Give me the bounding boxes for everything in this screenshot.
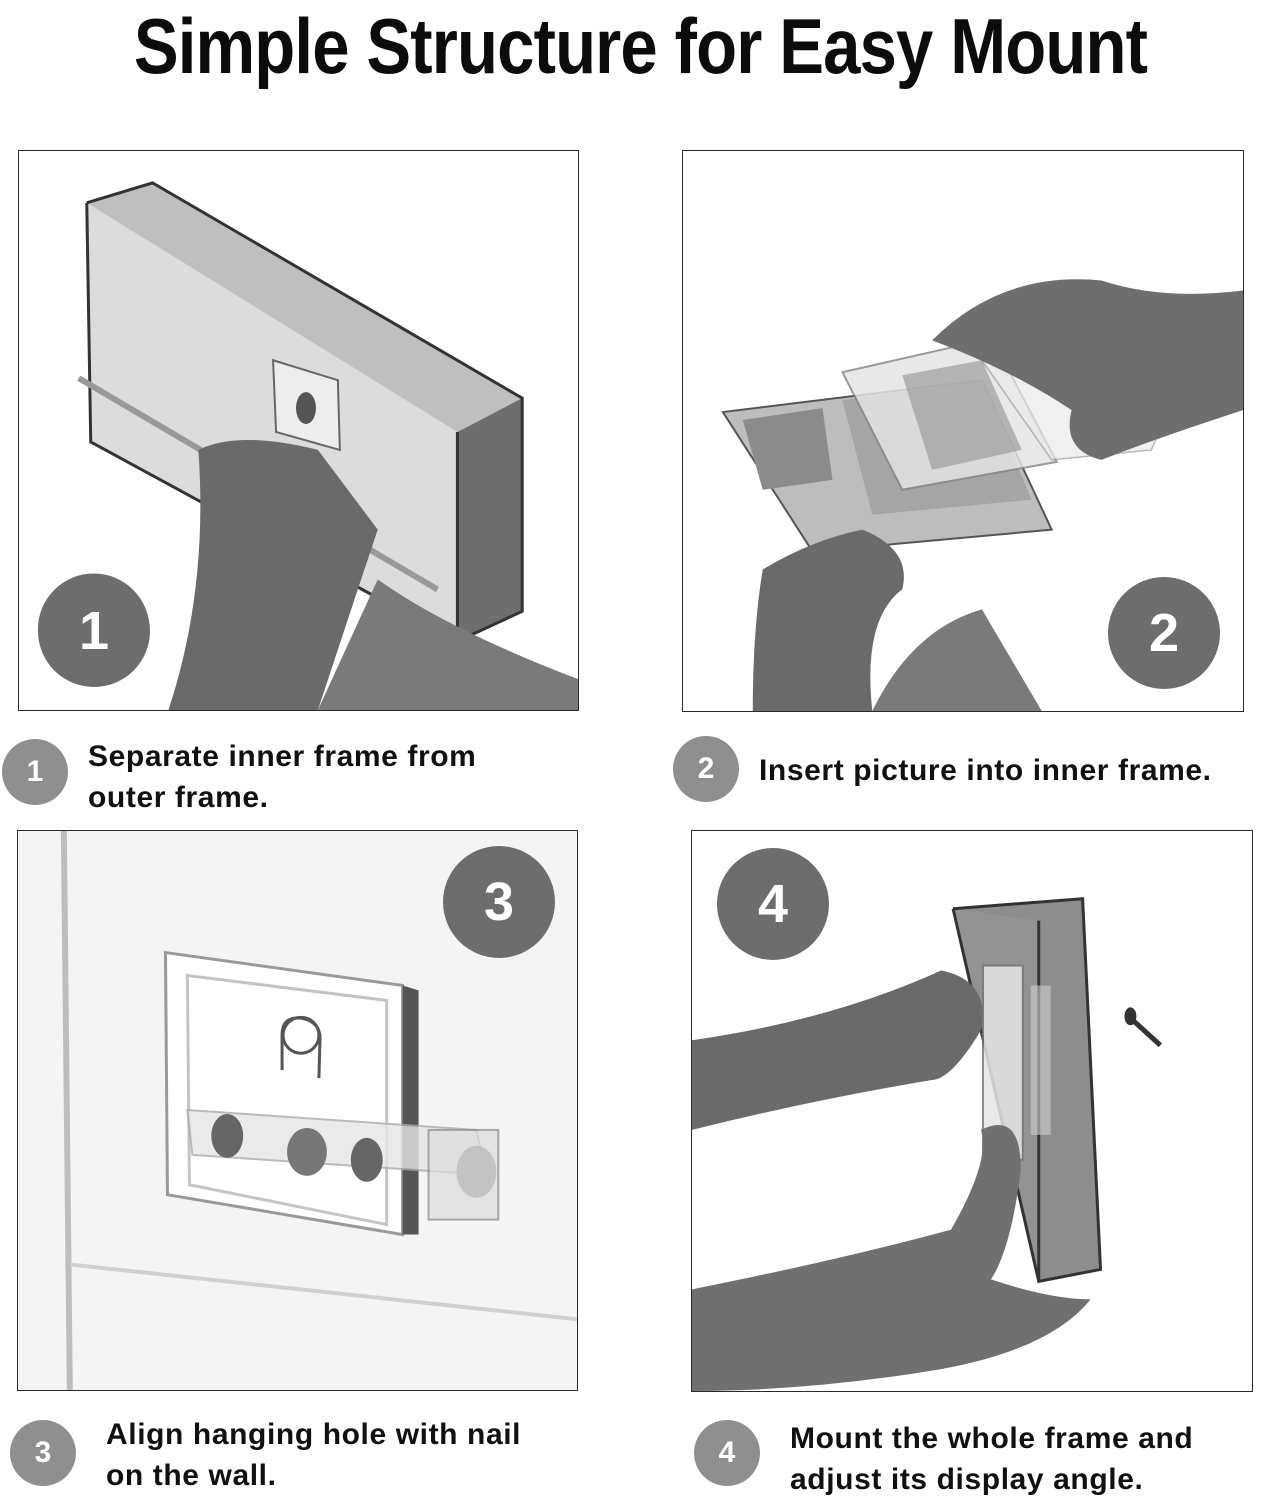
caption-1-line-1: Separate inner frame from — [88, 740, 477, 773]
caption-1-line-2: outer frame. — [88, 781, 269, 814]
caption-4-line-2: adjust its display angle. — [790, 1463, 1144, 1496]
frame-separation-illustration — [37, 181, 578, 710]
step-1-badge: 1 — [38, 575, 150, 687]
caption-4-badge: 4 — [694, 1420, 760, 1486]
caption-3-badge: 3 — [10, 1420, 76, 1486]
page-title: Simple Structure for Easy Mount — [133, 2, 1148, 90]
step-1-image: 1 — [18, 150, 579, 711]
step-4-image: 4 — [691, 830, 1253, 1392]
caption-4-line-1: Mount the whole frame and — [790, 1422, 1194, 1455]
step-3-image: 3 — [17, 830, 578, 1391]
caption-3-line-2: on the wall. — [106, 1459, 277, 1492]
caption-2-badge: 2 — [673, 736, 739, 802]
caption-1-badge: 1 — [2, 739, 68, 805]
caption-2-line-1: Insert picture into inner frame. — [759, 754, 1212, 787]
caption-3-text: Align hanging hole with nail on the wall… — [106, 1414, 521, 1496]
picture-insertion-illustration — [721, 279, 1243, 711]
step-4-badge: 4 — [717, 848, 829, 960]
wall-mount-illustration — [692, 897, 1163, 1391]
caption-4-text: Mount the whole frame and adjust its dis… — [790, 1418, 1193, 1500]
step-2-badge: 2 — [1108, 577, 1220, 689]
step-2-image: 2 — [682, 150, 1244, 712]
step-3-badge: 3 — [443, 846, 555, 958]
caption-1-text: Separate inner frame from outer frame. — [88, 736, 476, 818]
caption-2-text: Insert picture into inner frame. — [759, 750, 1212, 791]
caption-3-line-1: Align hanging hole with nail — [106, 1418, 522, 1451]
